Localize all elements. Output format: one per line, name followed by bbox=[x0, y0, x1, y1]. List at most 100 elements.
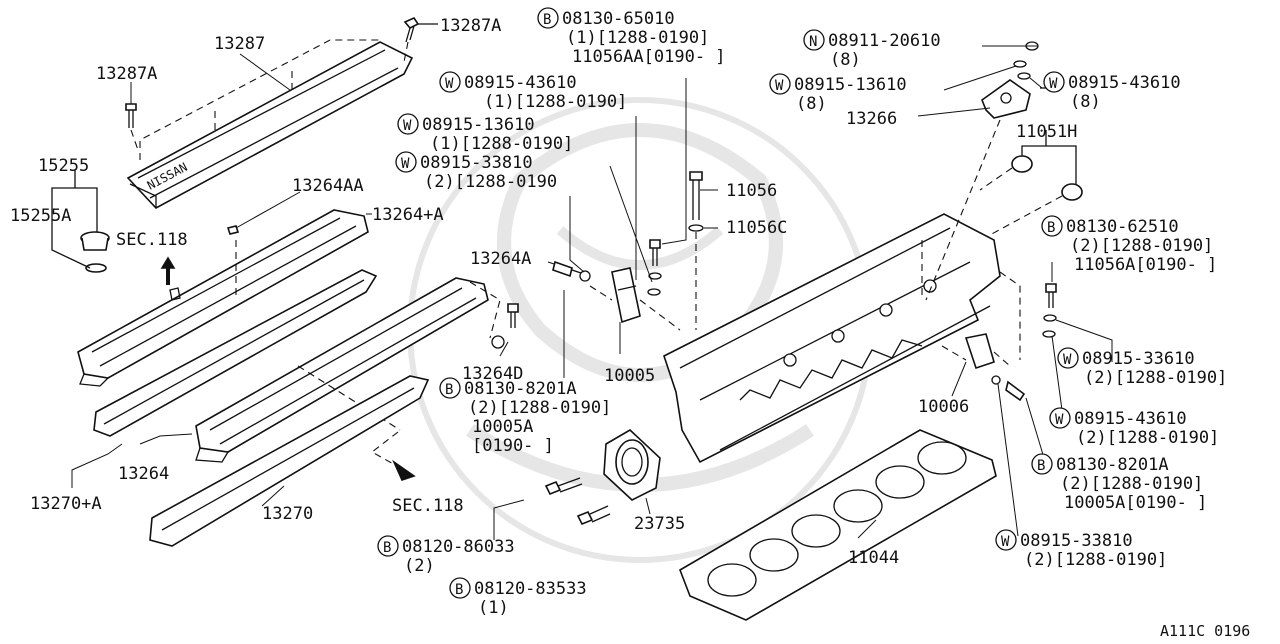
badge-letter: B bbox=[1047, 220, 1055, 236]
label-11044: 11044 bbox=[848, 548, 899, 568]
label-13266: 13266 bbox=[846, 109, 897, 129]
oil-filler-cap-15255 bbox=[51, 170, 176, 285]
callout-detail-line: (2)[1288-0190] bbox=[1024, 550, 1167, 570]
leader-lines bbox=[71, 45, 1113, 540]
callout-detail-line: (8) bbox=[1070, 92, 1101, 112]
label-15255: 15255 bbox=[38, 156, 89, 176]
diagram-id: A111C 0196 bbox=[1160, 622, 1250, 639]
callout-part-number: 08130-62510 bbox=[1066, 217, 1179, 237]
callout-part-number: 08915-43610 bbox=[1068, 73, 1181, 93]
badge-circle bbox=[1043, 71, 1065, 93]
part-labels: 13287 13287A 13287A 15255 15255A SEC.118… bbox=[10, 16, 1250, 640]
badge-letter: W bbox=[1055, 412, 1064, 428]
label-10005: 10005 bbox=[604, 366, 655, 386]
badge-circle bbox=[995, 529, 1017, 551]
badge-circle bbox=[1041, 215, 1063, 237]
bracket-10005 bbox=[589, 267, 681, 331]
badge-circle bbox=[537, 7, 559, 29]
callout-detail-line: 11056A[0190- ] bbox=[1074, 255, 1217, 275]
bracket-10006 bbox=[941, 333, 1026, 402]
badge-letter: B bbox=[445, 382, 453, 398]
pulley-plate-23735 bbox=[603, 429, 661, 501]
label-10006: 10006 bbox=[918, 397, 969, 417]
cylinder-head bbox=[663, 213, 1021, 464]
callout-part-number: 08915-33610 bbox=[1082, 349, 1195, 369]
callout-detail-line: (1)[1288-0190] bbox=[430, 134, 573, 154]
badge-letter: W bbox=[1063, 352, 1072, 368]
bolt-86033 bbox=[544, 477, 583, 496]
callout-detail-line: (2)[1288-0190] bbox=[1076, 428, 1219, 448]
callout-w-43610-b: W 08915-43610(8) bbox=[1043, 71, 1181, 112]
badge-letter: W bbox=[1049, 76, 1058, 92]
label-15255A: 15255A bbox=[10, 206, 71, 226]
label-sec118-bottom: SEC.118 bbox=[392, 496, 464, 516]
bolt-center-65010 bbox=[647, 239, 662, 296]
engine-hanger-13266 bbox=[925, 41, 1046, 301]
stud-11056 bbox=[688, 171, 704, 330]
badge-letter: W bbox=[445, 76, 454, 92]
badge-circle bbox=[397, 113, 419, 135]
label-11056: 11056 bbox=[726, 181, 777, 201]
label-13287: 13287 bbox=[214, 34, 265, 54]
gasket-13270A bbox=[93, 269, 378, 437]
label-13264-plus-A: 13264+A bbox=[372, 205, 444, 225]
badge-circle bbox=[1057, 347, 1079, 369]
callout-b-62510: B 08130-62510(2)[1288-0190]11056A[0190- ] bbox=[1041, 215, 1217, 275]
label-13287A-top: 13287A bbox=[440, 16, 501, 36]
badge-circle bbox=[803, 29, 825, 51]
label-sec118-top: SEC.118 bbox=[116, 230, 188, 250]
label-13287A-left: 13287A bbox=[96, 64, 157, 84]
label-13264D: 13264D bbox=[462, 364, 523, 384]
callout-detail-line: (2) bbox=[404, 556, 435, 576]
callout-detail-line: (1) bbox=[478, 598, 509, 618]
callout-w-13610-a: W 08915-13610(1)[1288-0190] bbox=[397, 113, 573, 154]
bolt-13264A bbox=[552, 260, 591, 282]
plug-11051H bbox=[979, 130, 1083, 237]
badge-circle bbox=[439, 377, 461, 399]
gasket-13270 bbox=[149, 375, 430, 547]
callout-part-number: 08915-13610 bbox=[422, 115, 535, 135]
label-23735: 23735 bbox=[634, 514, 685, 534]
badge-circle bbox=[439, 71, 461, 93]
callout-detail-line: (1)[1288-0190] bbox=[566, 28, 709, 48]
callout-detail-line: (8) bbox=[830, 50, 861, 70]
callout-detail-line: 10005A[0190- ] bbox=[1064, 493, 1207, 513]
label-13264AA: 13264AA bbox=[292, 176, 364, 196]
callout-part-number: 08915-43610 bbox=[464, 73, 577, 93]
bolt-13287A-left bbox=[125, 103, 139, 151]
bolt-13287A-top bbox=[403, 16, 438, 63]
rocker-cover-13264AA bbox=[77, 209, 369, 387]
badge-letter: W bbox=[403, 118, 412, 134]
callout-detail-line: (2)[1288-0190] bbox=[1070, 236, 1213, 256]
badge-circle bbox=[449, 577, 471, 599]
label-11056C: 11056C bbox=[726, 218, 787, 238]
bolt-right-62510 bbox=[1042, 283, 1057, 338]
bolt-13264D bbox=[469, 281, 519, 349]
callout-detail-line: (2)[1288-0190] bbox=[468, 398, 611, 418]
badge-letter: W bbox=[775, 78, 784, 94]
label-13264: 13264 bbox=[118, 464, 169, 484]
badge-letter: B bbox=[543, 12, 551, 28]
callout-detail-line: 11056AA[0190- ] bbox=[572, 47, 726, 67]
badge-circle bbox=[377, 535, 399, 557]
sec118-arrow-bottom bbox=[371, 431, 416, 481]
badge-letter: B bbox=[383, 540, 391, 556]
callout-detail-line: (2)[1288-0190] bbox=[1060, 474, 1203, 494]
valve-cover-top-13287: NISSAN bbox=[126, 39, 414, 209]
callout-detail-line: [0190- ] bbox=[472, 436, 554, 456]
label-13270-plus-A: 13270+A bbox=[30, 494, 102, 514]
badge-letter: N bbox=[809, 34, 817, 50]
